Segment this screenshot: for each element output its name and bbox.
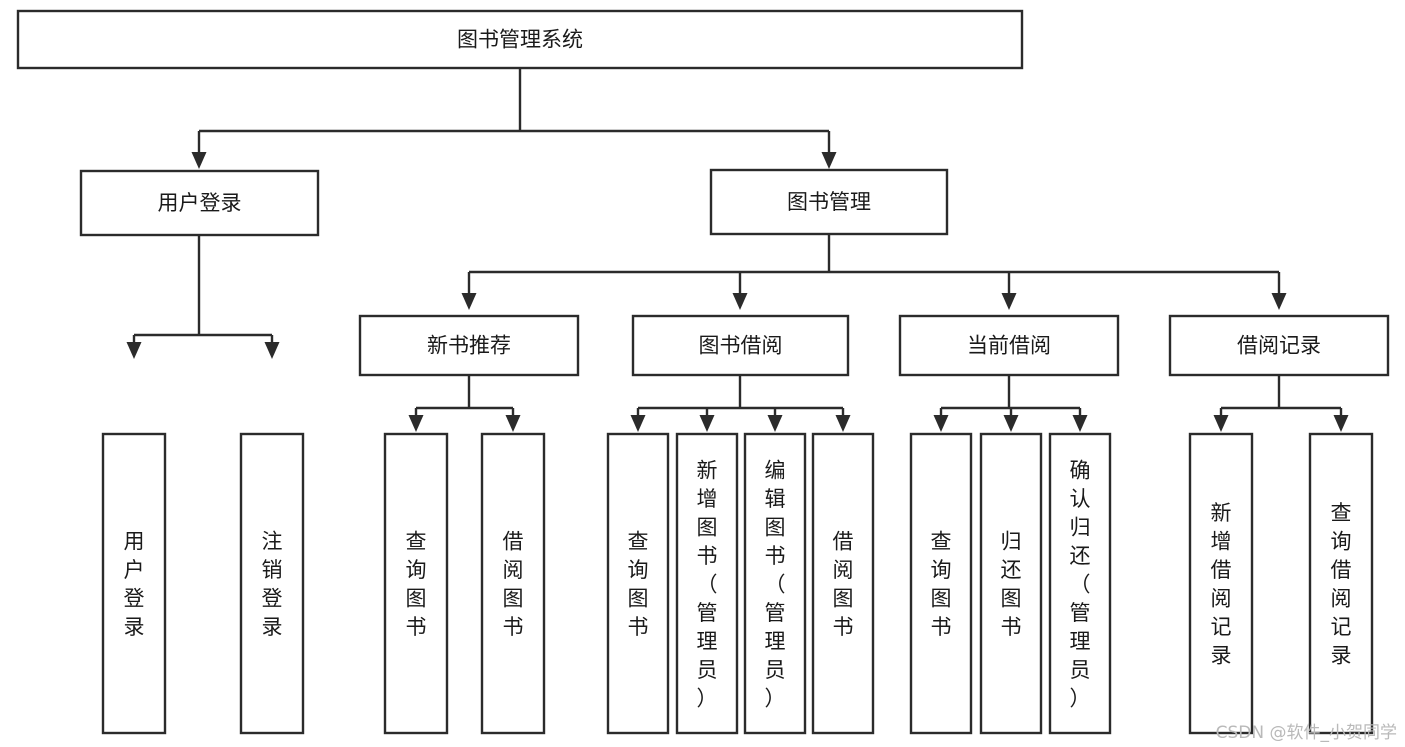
node-box[interactable]: [358, 314, 580, 377]
arrow-head-icon: [1003, 415, 1019, 432]
node-box[interactable]: [898, 314, 1120, 377]
node-box[interactable]: [979, 432, 1043, 735]
node-box[interactable]: [383, 432, 449, 735]
node-label: 确认归还（管理员）: [1070, 458, 1091, 710]
node-box[interactable]: [709, 168, 949, 236]
node-label: 查询图书: [628, 530, 649, 640]
arrow-head-icon: [191, 152, 207, 169]
arrow-head-icon: [732, 293, 748, 310]
node-label: 新增图书（管理员）: [697, 458, 718, 710]
connector-group: [461, 234, 1287, 310]
arrow-head-icon: [1072, 415, 1088, 432]
arrow-head-icon: [699, 415, 715, 432]
node-leaf-10[interactable]: 确认归还（管理员）: [1048, 432, 1112, 735]
node-level2-1[interactable]: 图书借阅: [631, 314, 850, 377]
node-level2-0[interactable]: 新书推荐: [358, 314, 580, 377]
node-box[interactable]: [743, 432, 807, 735]
node-box[interactable]: [675, 432, 739, 735]
node-label: 图书管理: [787, 190, 871, 214]
connector-group: [630, 375, 851, 432]
node-label: 查询图书: [406, 530, 427, 640]
node-label: 注销登录: [262, 530, 283, 640]
connector-layer: [126, 68, 1349, 432]
node-label: 查询图书: [931, 530, 952, 640]
node-leaf-8[interactable]: 查询图书: [909, 432, 973, 735]
node-box[interactable]: [909, 432, 973, 735]
node-box[interactable]: [16, 9, 1024, 70]
connector-group: [191, 68, 837, 169]
node-label: 图书借阅: [699, 334, 783, 358]
arrow-head-icon: [767, 415, 783, 432]
node-label: 用户登录: [124, 530, 145, 640]
arrow-head-icon: [408, 415, 424, 432]
node-leaf-5[interactable]: 新增图书（管理员）: [675, 432, 739, 735]
node-label: 归还图书: [1001, 530, 1022, 640]
arrow-head-icon: [264, 342, 280, 359]
arrow-head-icon: [821, 152, 837, 169]
connector-group: [933, 375, 1088, 432]
node-level1-1[interactable]: 图书管理: [709, 168, 949, 236]
node-box[interactable]: [1168, 314, 1390, 377]
arrow-head-icon: [126, 342, 142, 359]
node-box[interactable]: [631, 314, 850, 377]
node-level2-3[interactable]: 借阅记录: [1168, 314, 1390, 377]
node-leaf-11[interactable]: 新增借阅记录: [1188, 432, 1254, 735]
node-label: 新增借阅记录: [1211, 501, 1232, 668]
node-box[interactable]: [811, 432, 875, 735]
arrow-head-icon: [630, 415, 646, 432]
node-level2-2[interactable]: 当前借阅: [898, 314, 1120, 377]
node-box[interactable]: [1308, 432, 1374, 735]
node-box[interactable]: [1048, 432, 1112, 735]
node-box[interactable]: [79, 169, 320, 237]
node-label: 当前借阅: [967, 334, 1051, 358]
node-leaf-0[interactable]: 用户登录: [101, 432, 167, 735]
node-leaf-9[interactable]: 归还图书: [979, 432, 1043, 735]
node-label: 借阅图书: [833, 530, 854, 640]
arrow-head-icon: [1001, 293, 1017, 310]
node-box[interactable]: [1188, 432, 1254, 735]
node-leaf-2[interactable]: 查询图书: [383, 432, 449, 735]
node-level1-0[interactable]: 用户登录: [79, 169, 320, 237]
arrow-head-icon: [933, 415, 949, 432]
node-label: 借阅图书: [503, 530, 524, 640]
node-box[interactable]: [239, 432, 305, 735]
node-layer: 图书管理系统用户登录图书管理新书推荐图书借阅当前借阅借阅记录用户登录注销登录查询…: [16, 9, 1390, 735]
node-leaf-3[interactable]: 借阅图书: [480, 432, 546, 735]
node-label: 新书推荐: [427, 334, 511, 358]
node-root[interactable]: 图书管理系统: [16, 9, 1024, 70]
connector-group: [1213, 375, 1349, 432]
node-leaf-1[interactable]: 注销登录: [239, 432, 305, 735]
connector-group: [408, 375, 521, 432]
node-label: 图书管理系统: [457, 28, 583, 52]
arrow-head-icon: [505, 415, 521, 432]
arrow-head-icon: [835, 415, 851, 432]
arrow-head-icon: [461, 293, 477, 310]
node-label: 查询借阅记录: [1331, 501, 1352, 668]
node-box[interactable]: [480, 432, 546, 735]
arrow-head-icon: [1271, 293, 1287, 310]
node-label: 用户登录: [158, 191, 242, 215]
node-leaf-12[interactable]: 查询借阅记录: [1308, 432, 1374, 735]
connector-group: [126, 235, 280, 359]
node-leaf-4[interactable]: 查询图书: [606, 432, 670, 735]
node-label: 编辑图书（管理员）: [765, 458, 786, 710]
node-box[interactable]: [101, 432, 167, 735]
node-leaf-6[interactable]: 编辑图书（管理员）: [743, 432, 807, 735]
node-box[interactable]: [606, 432, 670, 735]
node-label: 借阅记录: [1237, 334, 1321, 358]
node-leaf-7[interactable]: 借阅图书: [811, 432, 875, 735]
csdn-watermark: CSDN @软件_小贺同学: [1215, 723, 1397, 743]
arrow-head-icon: [1213, 415, 1229, 432]
arrow-head-icon: [1333, 415, 1349, 432]
